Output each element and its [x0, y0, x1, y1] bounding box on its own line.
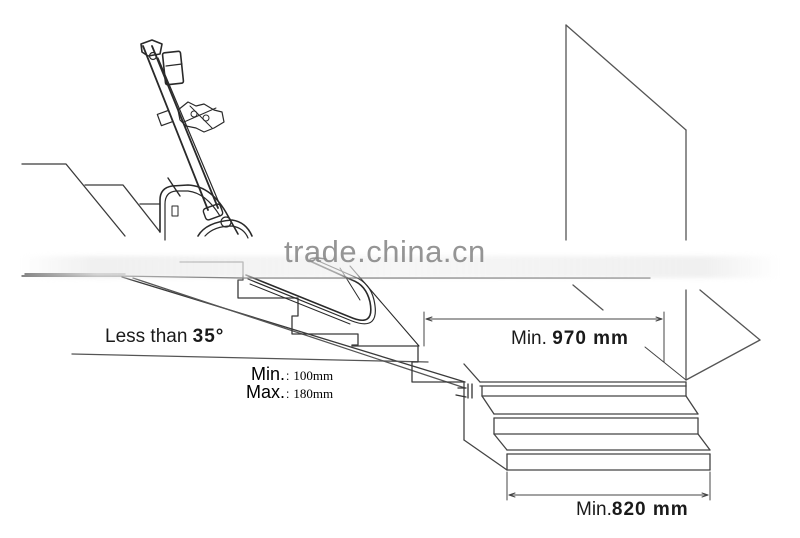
max-angle-prefix: Less than — [105, 326, 193, 347]
angle-reference-lines — [71, 277, 466, 389]
landing-depth-value: 970 mm — [552, 328, 629, 349]
watermark-text: trade.china.cn — [284, 234, 486, 269]
climber-handle-column — [140, 39, 225, 221]
step-height-max-key: Max. — [245, 382, 285, 402]
lower-steps — [463, 363, 711, 471]
riser-height-marker — [455, 383, 473, 399]
landing-depth-prefix: Min. — [511, 328, 553, 349]
step-height-label: Min.:100mm Max.:180mm — [227, 364, 334, 402]
max-angle-value: 35° — [192, 326, 225, 347]
watermark-blur-band — [20, 256, 780, 278]
dimension-stair-width — [506, 471, 711, 501]
stair-width-value: 820 mm — [611, 499, 689, 520]
step-height-min-value: 100mm — [293, 368, 334, 383]
upper-steps — [179, 261, 651, 383]
max-angle-label: Less than 35° — [105, 327, 224, 346]
step-height-max-value: 180mm — [293, 386, 334, 401]
step-height-min-key: Min. — [250, 364, 285, 384]
step-height-max-sep: : — [286, 387, 290, 401]
step-height-max-row: Max.:180mm — [227, 382, 334, 402]
landing-wall — [565, 24, 761, 381]
climber-chassis — [159, 177, 253, 241]
stair-width-label: Min.820 mm — [576, 500, 689, 519]
landing-depth-label: Min. 970 mm — [511, 329, 629, 348]
step-height-min-sep: : — [286, 369, 290, 383]
stair-width-prefix: Min. — [576, 499, 612, 520]
step-height-min-row: Min.:100mm — [227, 364, 334, 384]
dimension-landing-depth — [423, 311, 687, 381]
